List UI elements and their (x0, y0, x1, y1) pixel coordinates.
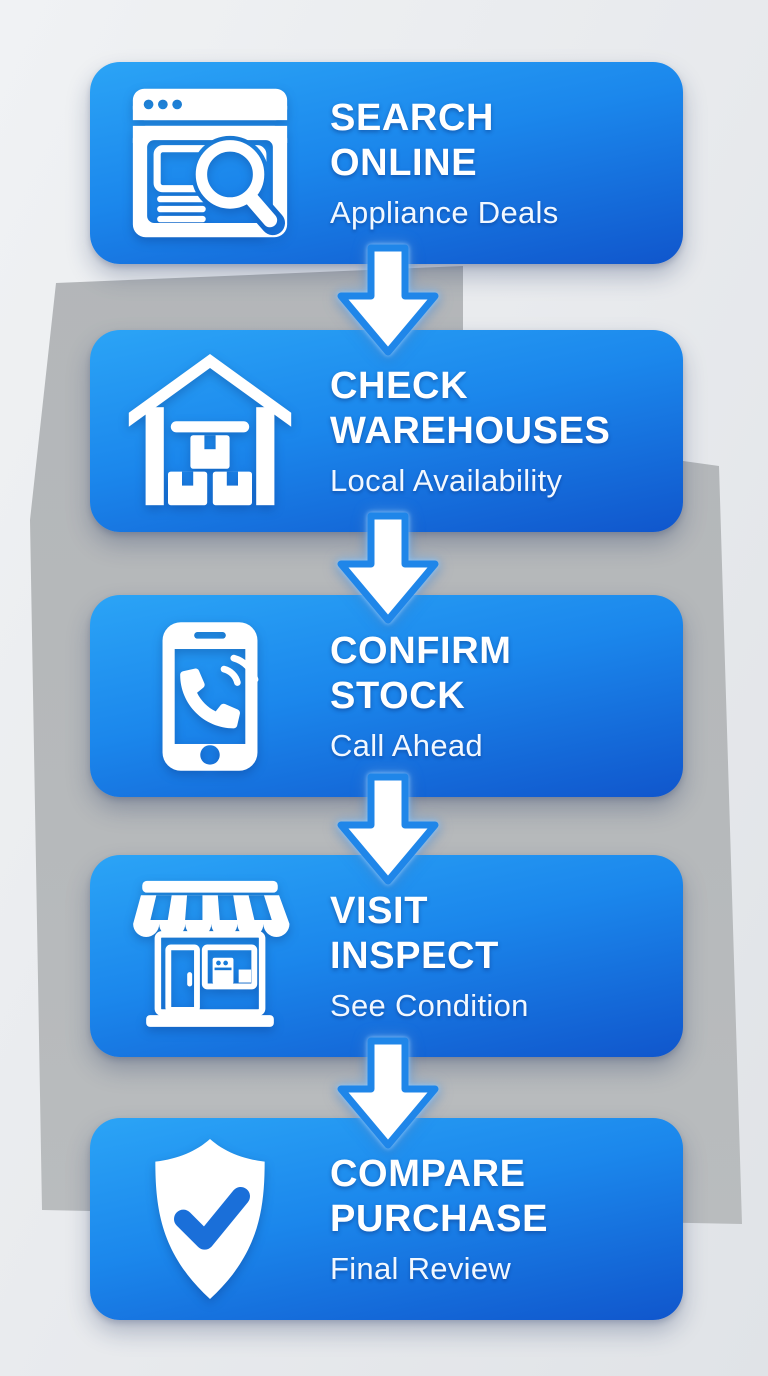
step-title-line2: INSPECT (330, 934, 499, 977)
step-subtitle: Final Review (330, 1250, 512, 1286)
step-card-check-warehouses: CHECK WAREHOUSES Local Availability (90, 330, 683, 532)
step-title-line1: SEARCH (330, 96, 495, 139)
flow-arrow-down-icon (332, 773, 444, 887)
step-title-line1: COMPARE (330, 1152, 526, 1195)
phone-call-icon (90, 615, 330, 777)
step-card-visit-inspect: VISIT INSPECT See Condition (90, 855, 683, 1057)
flow-arrow-down-icon (332, 1037, 444, 1151)
step-title-line2: STOCK (330, 674, 466, 717)
step-subtitle: Call Ahead (330, 727, 483, 763)
step-title-line1: CHECK (330, 364, 469, 407)
step-subtitle: See Condition (330, 987, 529, 1023)
shield-check-icon (90, 1131, 330, 1307)
flow-arrow-down-icon (332, 244, 444, 358)
warehouse-icon (90, 351, 330, 511)
flow-arrow-down-icon (332, 512, 444, 626)
step-title-line2: PURCHASE (330, 1197, 549, 1240)
step-title-line1: VISIT (330, 889, 429, 932)
step-title-line2: WAREHOUSES (330, 409, 611, 452)
step-title-line2: ONLINE (330, 141, 478, 184)
step-title-line1: CONFIRM (330, 629, 512, 672)
step-subtitle: Local Availability (330, 462, 563, 498)
step-card-compare-purchase: COMPARE PURCHASE Final Review (90, 1118, 683, 1320)
step-card-search-online: SEARCH ONLINE Appliance Deals (90, 62, 683, 264)
browser-search-icon (90, 83, 330, 243)
step-subtitle: Appliance Deals (330, 194, 559, 230)
storefront-icon (90, 876, 330, 1036)
step-card-confirm-stock: CONFIRM STOCK Call Ahead (90, 595, 683, 797)
